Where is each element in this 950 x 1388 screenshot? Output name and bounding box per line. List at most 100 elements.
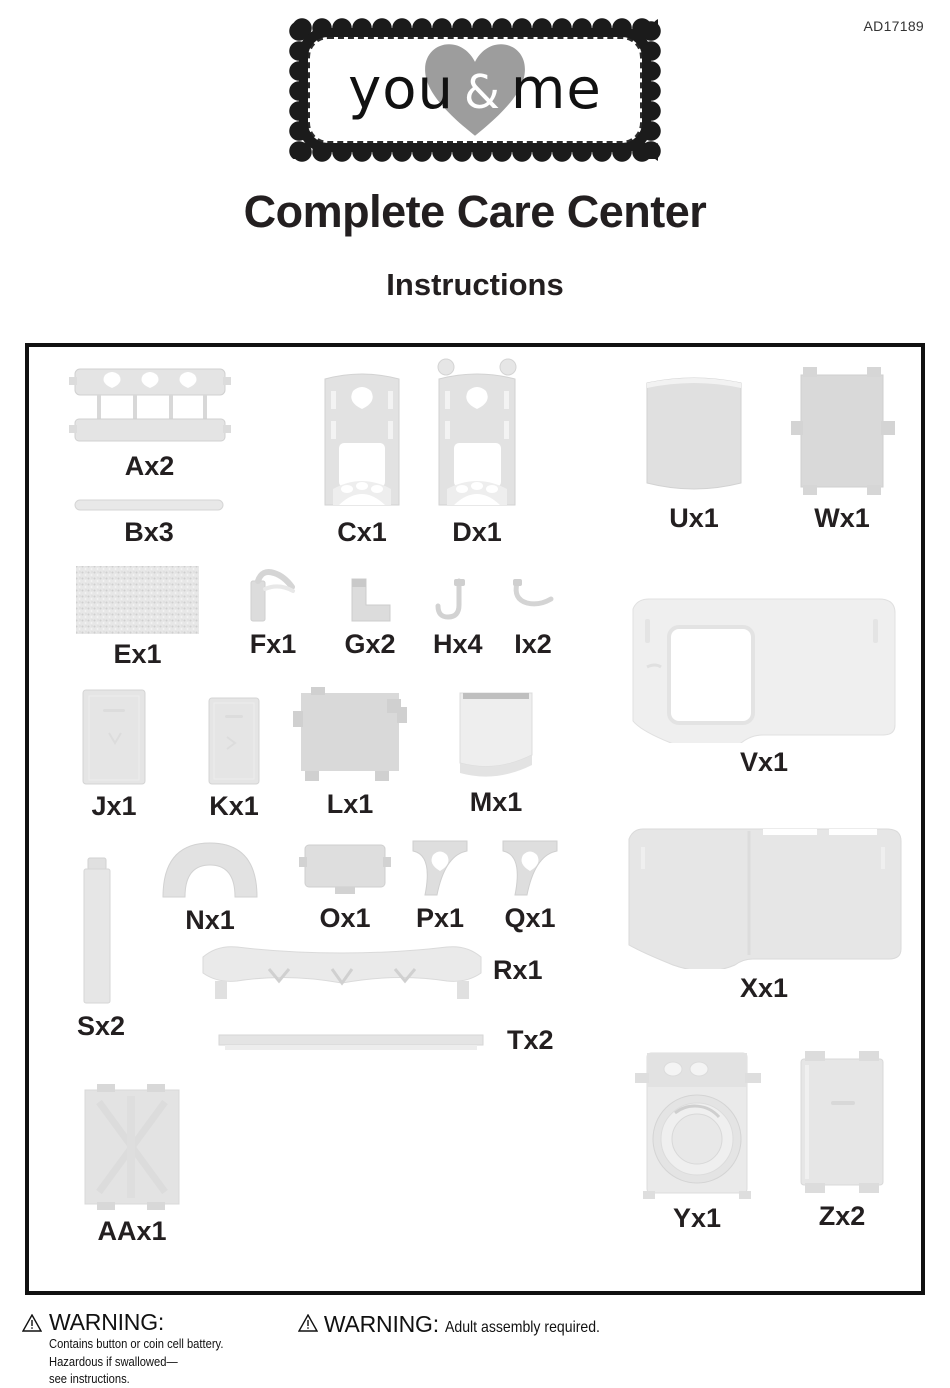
wide-base-shelf-icon (623, 825, 905, 969)
decorative-valance-icon (197, 939, 487, 1011)
part-F: Fx1 (247, 567, 299, 660)
part-D-label: Dx1 (452, 517, 502, 547)
warning-adult-heading: WARNING: (323, 1311, 439, 1337)
part-R-label: Rx1 (493, 955, 543, 985)
part-G-label: Gx2 (344, 629, 396, 659)
warning-triangle-icon (22, 1314, 42, 1332)
washing-machine-icon (629, 1043, 765, 1199)
j-hook-icon (433, 575, 481, 625)
part-E-label: Ex1 (113, 639, 162, 669)
part-X-label: Xx1 (739, 973, 789, 1003)
logo-word-you: you (348, 57, 454, 122)
page-title: Complete Care Center (243, 186, 707, 237)
part-Z: Zx2 (789, 1047, 895, 1232)
tall-post-icon (77, 855, 117, 1007)
part-B: Bx3 (73, 497, 225, 548)
logo-inner-plate: you & me (308, 37, 642, 143)
box-lid-icon (297, 839, 393, 899)
part-O: Ox1 (297, 839, 393, 934)
part-T-label: Tx2 (507, 1025, 554, 1055)
part-J-label: Jx1 (91, 791, 137, 821)
appliance-door-panel-icon (789, 1047, 895, 1197)
warning-battery: WARNING: Contains button or coin cell ba… (22, 1310, 252, 1388)
cabinet-door-small-icon (205, 695, 263, 787)
countertop-with-sink-icon (623, 593, 905, 743)
part-T: Tx2 (215, 1025, 554, 1055)
part-J: Jx1 (79, 687, 149, 822)
tabbed-panel-icon (787, 365, 897, 499)
part-U-label: Ux1 (669, 503, 719, 533)
page-subtitle: Instructions (386, 267, 564, 302)
heart-bracket-left-icon (409, 837, 471, 899)
warning-battery-heading: WARNING: (49, 1309, 165, 1335)
part-A: Ax2 (67, 365, 232, 482)
crib-end-panel-finials-icon (429, 357, 525, 513)
part-L: Lx1 (291, 685, 409, 820)
part-P: Px1 (409, 837, 471, 934)
part-I-label: Ix2 (514, 629, 552, 659)
heart-bracket-right-icon (499, 837, 561, 899)
warning-adult-text: Adult assembly required. (444, 1319, 600, 1336)
logo-wordmark: you & me (348, 62, 602, 118)
part-B-label: Bx3 (124, 517, 174, 547)
part-A-label: Ax2 (124, 451, 175, 481)
part-Q-label: Qx1 (504, 903, 556, 933)
part-X: Xx1 (623, 825, 905, 1004)
logo-ampersand: & (464, 65, 501, 119)
parts-inventory-box: Ax2 Bx3 Cx1 (25, 343, 925, 1295)
curved-front-drawer-icon (454, 687, 538, 783)
part-O-label: Ox1 (319, 903, 371, 933)
part-P-label: Px1 (415, 903, 465, 933)
flat-slat-rail-icon (73, 497, 225, 513)
part-R: Rx1 (197, 939, 543, 1011)
logo-scallop-right (641, 21, 661, 159)
part-AA-label: AAx1 (97, 1216, 167, 1246)
document-code: AD17189 (863, 18, 924, 34)
part-E: Ex1 (75, 565, 200, 670)
part-N: Nx1 (157, 837, 263, 936)
warning-battery-text: Contains button or coin cell battery. Ha… (49, 1336, 224, 1387)
part-W-label: Wx1 (814, 503, 870, 533)
back-panel-icon (291, 685, 409, 785)
cabinet-door-large-icon (79, 687, 149, 787)
faucet-icon (247, 567, 299, 625)
warning-triangle-icon-2 (297, 1314, 318, 1332)
x-brace-panel-icon (77, 1082, 187, 1212)
part-K: Kx1 (205, 695, 263, 822)
part-H: Hx4 (433, 575, 483, 660)
part-M-label: Mx1 (469, 787, 523, 817)
logo-scallop-left (289, 21, 309, 159)
part-Q: Qx1 (499, 837, 561, 934)
part-G: Gx2 (344, 575, 396, 660)
part-F-label: Fx1 (249, 629, 297, 659)
part-H-label: Hx4 (433, 629, 483, 659)
long-rail-icon (215, 1031, 487, 1053)
warnings-footer: WARNING: Contains button or coin cell ba… (22, 1310, 932, 1388)
heart-icon (423, 42, 527, 138)
part-N-label: Nx1 (185, 905, 235, 935)
part-L-label: Lx1 (326, 789, 374, 819)
brand-logo: you & me (289, 18, 661, 162)
arch-piece-icon (157, 837, 263, 901)
part-V-label: Vx1 (739, 747, 789, 777)
part-U: Ux1 (639, 369, 749, 534)
part-K-label: Kx1 (209, 791, 259, 821)
curved-hook-icon (507, 575, 559, 625)
warning-adult-assembly: WARNING: Adult assembly required. (297, 1310, 621, 1339)
part-Y: Yx1 (629, 1043, 765, 1234)
l-bracket-icon (344, 575, 396, 625)
part-Y-label: Yx1 (672, 1203, 722, 1233)
crib-end-panel-plain-icon (317, 365, 407, 513)
part-I: Ix2 (507, 575, 559, 660)
part-S: Sx2 (77, 855, 126, 1042)
logo-word-me: me (510, 57, 602, 122)
part-S-label: Sx2 (77, 1011, 126, 1041)
part-Z-label: Zx2 (818, 1201, 866, 1231)
part-C: Cx1 (317, 365, 407, 548)
part-AA: AAx1 (77, 1082, 187, 1247)
textured-mattress-pad-icon (75, 565, 200, 635)
part-M: Mx1 (454, 687, 538, 818)
part-D: Dx1 (429, 357, 525, 548)
rounded-panel-icon (639, 369, 749, 499)
part-W: Wx1 (787, 365, 897, 534)
